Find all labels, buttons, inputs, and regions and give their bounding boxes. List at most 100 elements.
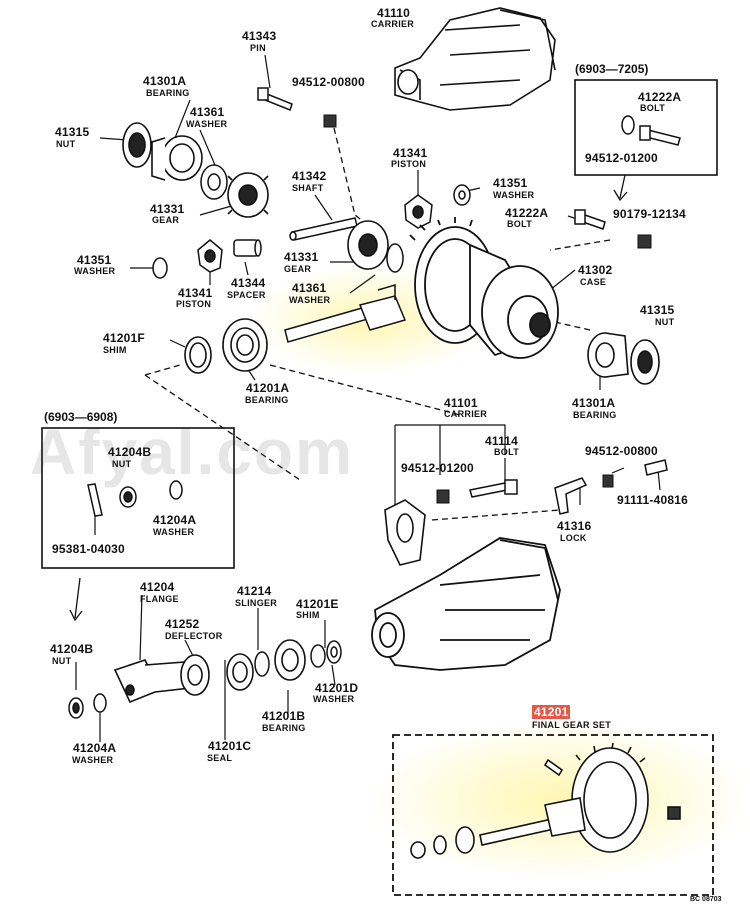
label-41204b-low-name: NUT	[52, 656, 72, 666]
label-41361-top-number: 41361	[190, 105, 225, 119]
label-41114-number: 41114	[485, 434, 519, 448]
label-41204a-low-number: 41204A	[73, 741, 117, 755]
label-41114-name: BOLT	[494, 447, 520, 457]
label-41301a-right-number: 41301A	[572, 396, 616, 410]
piston-41341-top	[404, 194, 433, 229]
washer-41201d	[326, 640, 342, 664]
label-41301a-top-number: 41301A	[143, 74, 187, 88]
label-41341-low-number: 41341	[178, 286, 213, 300]
label-41201-highlight: 41201	[532, 705, 571, 719]
washer-41361-top	[200, 164, 228, 200]
nut-41315-left	[122, 122, 152, 168]
label-41361-mid-number: 41361	[292, 281, 327, 295]
label-94512-01200-number: 94512-01200	[401, 461, 474, 475]
label-41222a-box-number: 41222A	[638, 90, 682, 104]
label-41201-number: 41201	[532, 705, 571, 719]
flange-41204	[113, 659, 191, 704]
label-41222a-box-name: BOLT	[640, 103, 666, 113]
label-41315-right-number: 41315	[640, 303, 675, 317]
label-41204a-box-number: 41204A	[153, 513, 197, 527]
washer-94512-01200	[436, 489, 450, 504]
label-41201f-name: SHIM	[103, 345, 127, 355]
stud-95381	[87, 483, 103, 517]
label-41204b-box-name: NUT	[112, 459, 132, 469]
label-41316-name: LOCK	[560, 533, 587, 543]
washer-90179	[637, 234, 652, 249]
washer-41351-left	[152, 257, 168, 279]
figure-code: BC 08703	[690, 896, 722, 903]
label-41201a-mid-number: 41201A	[246, 381, 290, 395]
nut-41204b-low	[68, 697, 84, 719]
label-41204b-low-number: 41204B	[50, 642, 94, 656]
label-41343-number: 41343	[242, 29, 277, 43]
label-91111-number: 91111-40816	[617, 493, 688, 507]
label-41342-name: SHAFT	[292, 183, 324, 193]
label-41316-number: 41316	[557, 519, 592, 533]
label-41301a-right-name: BEARING	[573, 410, 617, 420]
label-41351-right-name: WASHER	[493, 190, 535, 200]
label-41344-number: 41344	[231, 276, 266, 290]
slinger-41214	[254, 651, 270, 677]
label-41252-name: DEFLECTOR	[165, 631, 223, 641]
label-41214-name: SLINGER	[235, 598, 278, 608]
label-41341-low-name: PISTON	[176, 299, 212, 309]
label-41201c-number: 41201C	[208, 739, 252, 753]
box-title-6903-7205: (6903—7205)	[575, 62, 649, 76]
washer-41204a-box	[169, 480, 183, 500]
bearing-41201a-mid	[222, 318, 268, 372]
label-41101-name: CARRIER	[444, 409, 488, 419]
bearing-41301a-top	[151, 135, 203, 181]
deflector-41252	[180, 654, 210, 696]
carrier-cap-41101	[384, 499, 426, 566]
label-95381-number: 95381-04030	[52, 542, 125, 556]
label-41342-number: 41342	[292, 169, 327, 183]
label-41351-left-name: WASHER	[74, 266, 116, 276]
label-41361-top-name: WASHER	[186, 119, 228, 129]
label-41110-number: 41110	[377, 6, 411, 20]
label-41201d-name: WASHER	[313, 694, 355, 704]
label-41302-number: 41302	[578, 263, 613, 277]
washer-94512-top	[323, 114, 337, 128]
label-41204-number: 41204	[140, 580, 175, 594]
label-41204b-box-number: 41204B	[108, 445, 152, 459]
case-41302	[409, 217, 559, 359]
washer-41361-mid	[386, 243, 404, 273]
label-41201e-name: SHIM	[296, 610, 320, 620]
label-90179-number: 90179-12134	[613, 207, 686, 221]
label-41201a-mid-name: BEARING	[245, 395, 289, 405]
highlight-final-gear	[370, 720, 750, 880]
seal-41201c	[226, 653, 254, 691]
label-41341-top-number: 41341	[393, 146, 428, 160]
label-41331-top-number: 41331	[150, 202, 185, 216]
nut-41315-right	[630, 339, 660, 385]
washer-94512-box	[621, 115, 635, 135]
label-94512-00800-number: 94512-00800	[292, 75, 365, 89]
bearing-41201b	[274, 639, 306, 681]
label-41201b-number: 41201B	[262, 709, 306, 723]
label-41302-name: CASE	[580, 277, 607, 287]
spacer-41344	[233, 239, 262, 257]
label-94512-01200-box-number: 94512-01200	[585, 151, 658, 165]
label-41201f-number: 41201F	[103, 331, 145, 345]
pin-41343	[257, 87, 293, 111]
label-41201d-number: 41201D	[315, 681, 359, 695]
label-41351-right-number: 41351	[493, 176, 528, 190]
label-41222a-mid-name: BOLT	[507, 219, 533, 229]
label-41101-number: 41101	[444, 396, 478, 410]
label-41331-mid-number: 41331	[284, 250, 319, 264]
washer-41204a-low	[93, 693, 107, 713]
label-41214-number: 41214	[237, 584, 272, 598]
label-41204a-box-name: WASHER	[153, 527, 195, 537]
label-41201c-name: SEAL	[207, 753, 233, 763]
box-title-6903-6908: (6903—6908)	[44, 410, 118, 424]
nut-41204b-box	[119, 486, 137, 508]
label-41361-mid-name: WASHER	[289, 295, 331, 305]
label-41331-mid-name: GEAR	[284, 264, 312, 274]
label-41343-name: PIN	[250, 43, 266, 53]
carrier-housing	[371, 537, 561, 671]
bolt-91111	[644, 459, 668, 476]
label-41201e-number: 41201E	[296, 597, 339, 611]
washer-41351-right	[453, 184, 471, 206]
label-41201b-name: BEARING	[262, 723, 306, 733]
